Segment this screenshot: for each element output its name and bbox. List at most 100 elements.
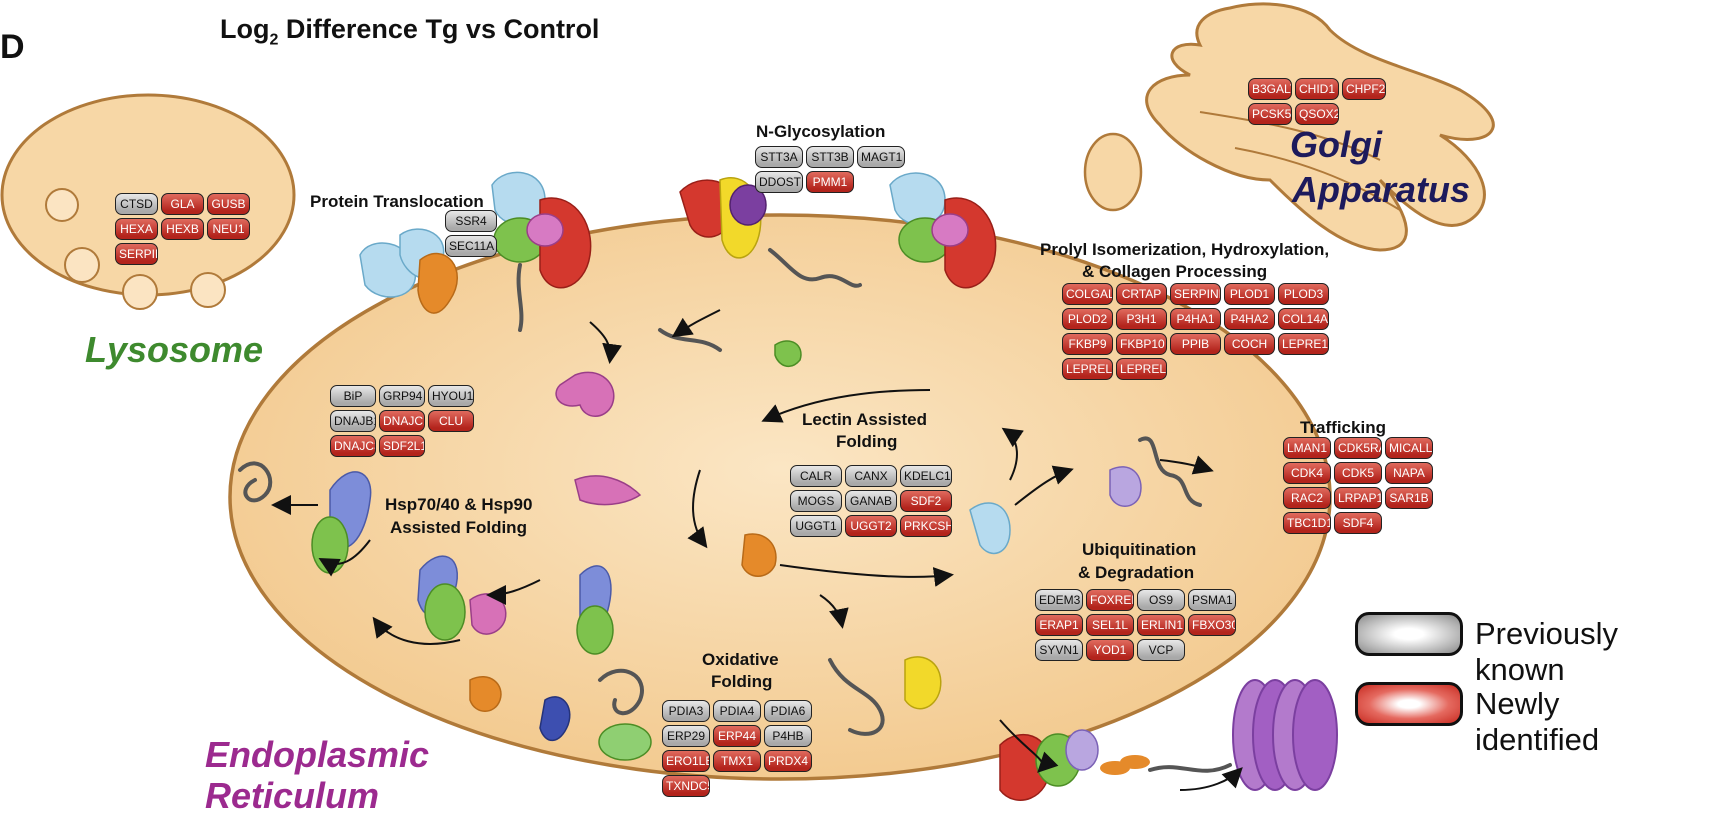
pathway-arrow: [999, 719, 1059, 773]
protein-chip-bip: BiP: [330, 385, 376, 407]
golgi-vesicle: [1083, 132, 1143, 212]
protein-chip-plod3: PLOD3: [1278, 283, 1329, 305]
protein-chip-pdia4: PDIA4: [713, 700, 761, 722]
pathway-arrow: [318, 539, 371, 577]
golgi-label-line1: Golgi: [1290, 124, 1382, 165]
polypeptide-chain: [768, 248, 862, 288]
polypeptide-chain: [1148, 763, 1232, 773]
prolyl-protein-group: COLGALT1CRTAPSERPINH1PLOD1PLOD3PLOD2P3H1…: [1062, 283, 1329, 380]
figure-title: Log2 Difference Tg vs Control: [220, 14, 599, 49]
protein-chip-hyou1: HYOU1: [428, 385, 474, 407]
protein-chip-gusb: GUSB: [207, 193, 250, 215]
protein-chip-fkbp10: FKBP10: [1116, 333, 1167, 355]
protein-chip-plod2: PLOD2: [1062, 308, 1113, 330]
protein-chip-cdk5: CDK5: [1334, 462, 1382, 484]
protein-chip-calr: CALR: [790, 465, 842, 487]
oxidative-label-line2: Folding: [711, 672, 773, 691]
protein-chip-napa: NAPA: [1385, 462, 1433, 484]
calnexin-protein: [555, 371, 615, 417]
title-log: Log: [220, 14, 270, 44]
golgi-fold-line: [1199, 111, 1381, 161]
protein-chip-ddost: DDOST: [755, 171, 803, 193]
bip-protein: [741, 533, 777, 577]
pathway-arrow: [486, 579, 541, 605]
pdi-protein: [469, 676, 502, 712]
ubiquitination-protein-group: EDEM3FOXRED2OS9PSMA1ERAP1SEL1LERLIN1FBXO…: [1035, 589, 1236, 661]
title-rest: Difference Tg vs Control: [278, 14, 600, 44]
prolyl-label-line1: Prolyl Isomerization, Hydroxylation,: [1040, 240, 1330, 259]
protein-chip-colgalt1: COLGALT1: [1062, 283, 1113, 305]
pdi-protein: [774, 340, 802, 368]
trafficking-protein-group: LMAN1CDK5RAP3MICALL1CDK4CDK5NAPARAC2LRPA…: [1283, 437, 1433, 534]
polypeptide-chain: [1138, 436, 1202, 507]
protein-chip-sdf4: SDF4: [1334, 512, 1382, 534]
protein-chip-cdk5rap3: CDK5RAP3: [1334, 437, 1382, 459]
protein-chip-ssr4: SSR4: [445, 210, 497, 232]
pathway-arrow: [687, 469, 708, 549]
protein-chip-rac2: RAC2: [1283, 487, 1331, 509]
protein-chip-pdia3: PDIA3: [662, 700, 710, 722]
protein-chip-serpinb6: SERPINB6: [115, 243, 158, 265]
lysosome-vesicle: [64, 247, 100, 283]
protein-chip-erp44: ERP44: [713, 725, 761, 747]
title-subscript: 2: [269, 31, 279, 49]
protein-chip-pcsk5: PCSK5: [1248, 103, 1292, 125]
trafficking-label: Trafficking: [1300, 418, 1386, 437]
protein-chip-erap1: ERAP1: [1035, 614, 1083, 636]
protein-chip-dnajc3: DNAJC3: [330, 435, 376, 457]
protein-chip-canx: CANX: [845, 465, 897, 487]
protein-chip-ctsd: CTSD: [115, 193, 158, 215]
pathway-arrow: [1014, 465, 1074, 506]
golgi-cisterna: [1145, 2, 1495, 252]
translocon-complex: [491, 171, 592, 289]
er-label-line1: Endoplasmic: [205, 734, 430, 775]
translocon-complex: [359, 228, 458, 314]
golgi-fold-line: [1234, 147, 1401, 211]
erad-retrotranslocon: [999, 729, 1099, 801]
ubiquitin: [1120, 755, 1150, 769]
protein-chip-lepre1: LEPRE1: [1278, 333, 1329, 355]
pathway-arrow: [1179, 767, 1243, 791]
prolyl-label-line2: & Collagen Processing: [1082, 262, 1268, 281]
protein-chip-lrpap1: LRPAP1: [1334, 487, 1382, 509]
pathway-arrow: [1159, 455, 1214, 475]
edem-protein: [1109, 466, 1142, 507]
polypeptide-chain: [658, 328, 722, 352]
protein-chip-plod1: PLOD1: [1224, 283, 1275, 305]
hsp-label-line2: Assisted Folding: [390, 518, 527, 537]
translocon-complex: [889, 172, 997, 289]
protein-chip-dnajc10: DNAJC10: [379, 410, 425, 432]
golgi-protein-group: B3GALT6CHID1CHPF2PCSK5QSOX2: [1248, 78, 1386, 125]
ubiquitination-label-line1: Ubiquitination: [1082, 540, 1197, 559]
protein-chip-txndc5: TXNDC5: [662, 775, 710, 797]
er-label-line2: Reticulum: [205, 775, 380, 816]
polypeptide-chain: [238, 461, 273, 503]
legend-known-swatch: [1355, 612, 1463, 656]
oxidative-label-line1: Oxidative: [702, 650, 779, 669]
hsp70-protein: [311, 516, 349, 574]
protein-chip-grp94: GRP94: [379, 385, 425, 407]
protein-chip-chid1: CHID1: [1295, 78, 1339, 100]
protein-chip-erlin1: ERLIN1: [1137, 614, 1185, 636]
protein-chip-ganab: GANAB: [845, 490, 897, 512]
legend-new-swatch: [1355, 682, 1463, 726]
protein-chip-os9: OS9: [1137, 589, 1185, 611]
protein-translocation-label: Protein Translocation: [310, 192, 484, 211]
protein-chip-p4hb: P4HB: [764, 725, 812, 747]
protein-chip-leprel4: LEPREL4: [1116, 358, 1167, 380]
protein-chip-qsox2: QSOX2: [1295, 103, 1339, 125]
protein-chip-p3h1: P3H1: [1116, 308, 1167, 330]
protein-chip-psma1: PSMA1: [1188, 589, 1236, 611]
protein-chip-hexb: HEXB: [161, 218, 204, 240]
polypeptide-chain: [516, 263, 524, 332]
lectin-protein: [969, 502, 1011, 555]
calnexin-protein: [469, 593, 507, 635]
protein-chip-b3galt6: B3GALT6: [1248, 78, 1292, 100]
golgi-label-line2: Apparatus: [1292, 169, 1471, 210]
protein-chip-sec11a: SEC11A: [445, 235, 497, 257]
protein-chip-stt3b: STT3B: [806, 146, 854, 168]
protein-chip-p4ha1: P4HA1: [1170, 308, 1221, 330]
protein-chip-uggt1: UGGT1: [790, 515, 842, 537]
